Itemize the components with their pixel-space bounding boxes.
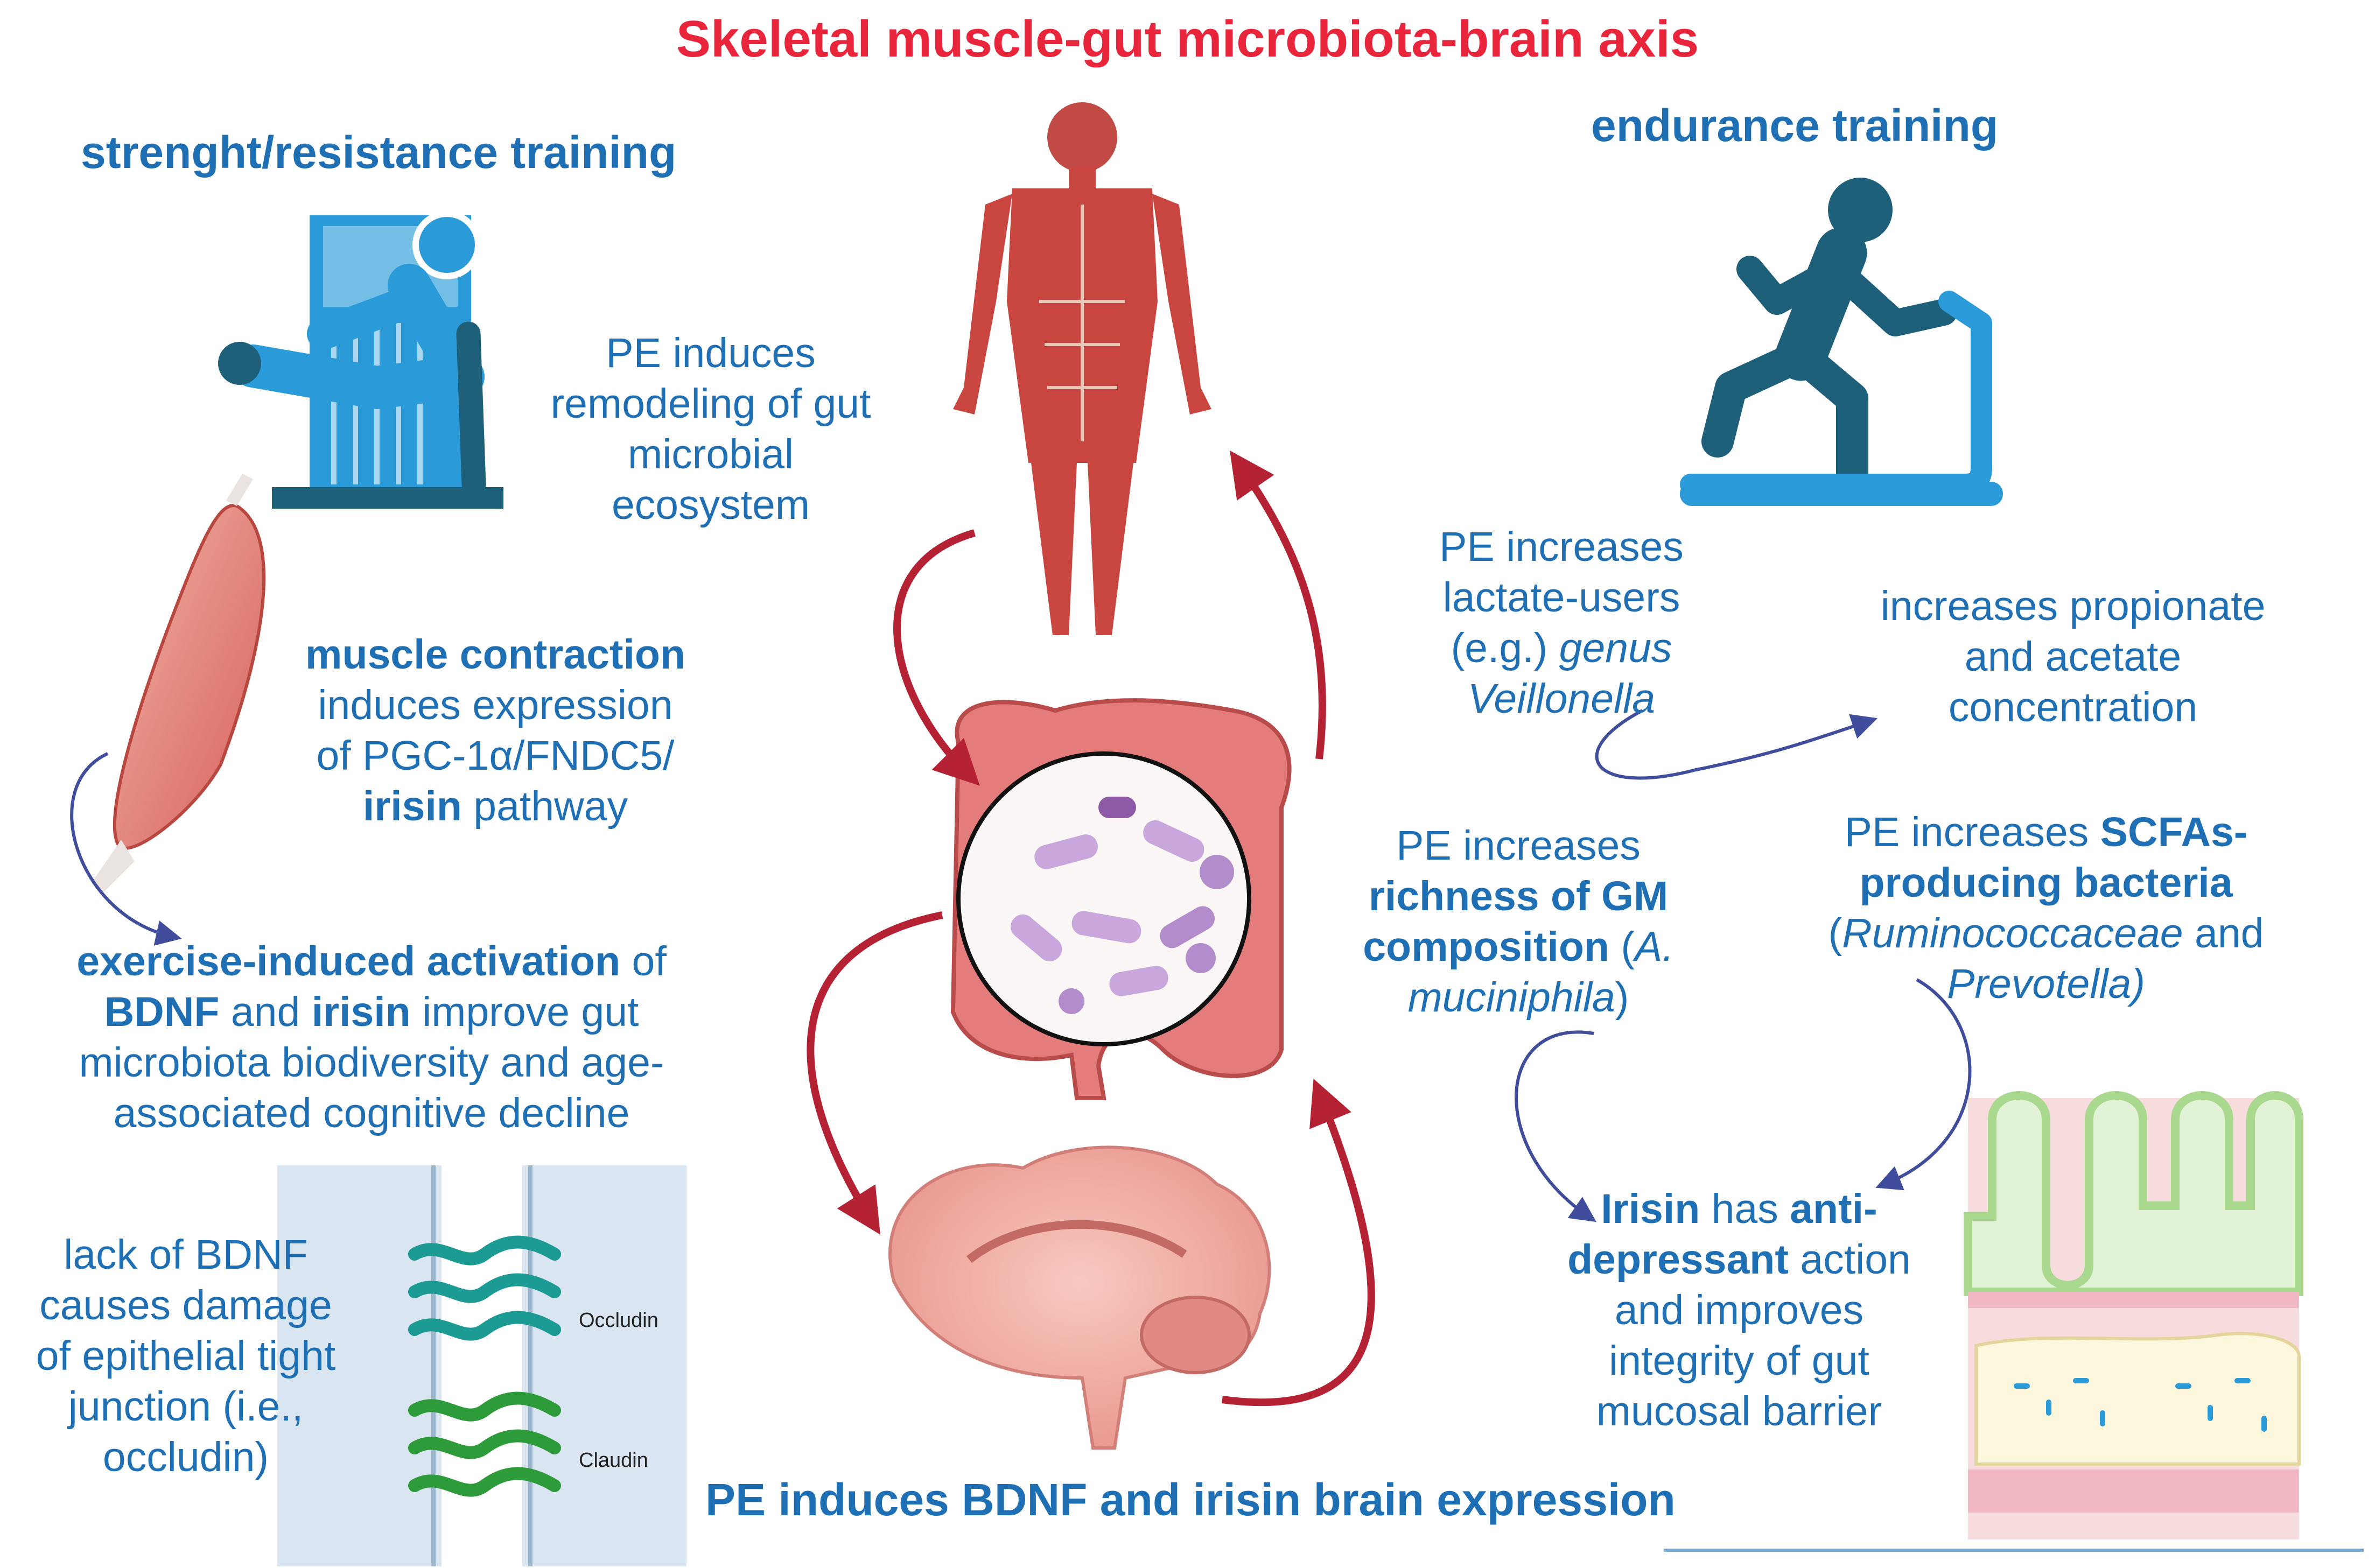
strength-machine-icon: [218, 210, 503, 509]
muscle-contraction-text: muscle contraction induces expression of…: [305, 631, 685, 829]
intestine-icon: [950, 698, 1292, 1100]
treadmill-runner-icon: [1680, 178, 2003, 506]
lactate-users-text: PE increases lactate-users (e.g.) genus …: [1439, 524, 1684, 722]
arrow-muscle-to-activation: [70, 752, 182, 946]
arrow-muscle-to-gut: [893, 529, 980, 786]
arrow-brain-to-gut: [1222, 1079, 1375, 1407]
occludin-strand: [408, 1235, 561, 1341]
bdnf-irisin-activation-text: exercise-induced activation of BDNF and …: [76, 938, 667, 1136]
bdnf-lack-text: lack of BDNF causes damage of epithelial…: [36, 1232, 336, 1480]
brain-expression-caption: PE induces BDNF and irisin brain express…: [705, 1474, 1676, 1525]
arrow-gut-to-brain: [807, 911, 943, 1235]
bacteria-cluster: [1011, 797, 1234, 1014]
muscle-icon: [92, 474, 266, 894]
axis-arrows: [807, 450, 1375, 1407]
gm-richness-text: PE increases richness of GM composition …: [1363, 822, 1674, 1021]
scfa-bacteria-text: PE increases SCFAs- producing bacteria (…: [1828, 809, 2264, 1007]
gut-mucosa-panel: [1964, 1091, 2303, 1539]
arrow-lactate-to-propionate: [1595, 709, 1878, 780]
tight-junction-panel: [277, 1165, 686, 1566]
strength-training-heading: strenght/resistance training: [81, 127, 677, 178]
irisin-antidepressant-text: Irisin has anti- depressant action and i…: [1567, 1186, 1911, 1435]
propionate-acetate-text: increases propionate and acetate concent…: [1880, 583, 2266, 730]
human-body-icon: [953, 102, 1211, 635]
arrow-richness-to-irisin: [1515, 1030, 1596, 1222]
diagram-title: Skeletal muscle-gut microbiota-brain axi…: [676, 10, 1699, 68]
endurance-training-heading: endurance training: [1591, 100, 1999, 151]
occludin-label: Occludin: [579, 1309, 658, 1332]
connector-arrows: [70, 709, 1972, 1222]
claudin-label: Claudin: [579, 1449, 648, 1472]
arrow-gut-to-muscle: [1230, 450, 1326, 760]
remodeling-text: PE induces remodeling of gut microbial e…: [550, 330, 871, 528]
claudin-strand: [408, 1391, 561, 1497]
arrow-scfa-to-irisin: [1875, 978, 1972, 1191]
brain-icon: [888, 1145, 1271, 1450]
